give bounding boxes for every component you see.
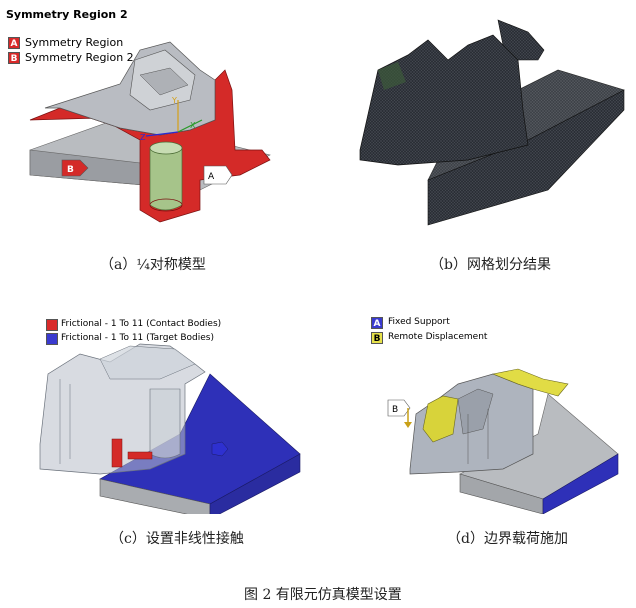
panel-a-title: Symmetry Region 2 bbox=[6, 8, 128, 21]
legend-d-label-b: Remote Displacement bbox=[388, 332, 488, 342]
legend-d-swatch-a: A bbox=[371, 317, 383, 329]
boundary-graphic: B bbox=[387, 368, 619, 514]
legend-a-swatch-a: A bbox=[8, 37, 20, 49]
legend-c-label-contact: Frictional - 1 To 11 (Contact Bodies) bbox=[61, 319, 222, 329]
symmetry-model-graphic: Y X Z B A bbox=[29, 41, 271, 223]
panel-c-nonlinear-contact: Frictional - 1 To 11 (Contact Bodies) Fr… bbox=[0, 304, 318, 514]
axis-y-label: Y bbox=[171, 96, 177, 105]
legend-a-label-b: Symmetry Region 2 bbox=[25, 51, 134, 64]
caption-b: （b）网格划分结果 bbox=[430, 257, 551, 273]
panel-d-boundary-loads: A Fixed Support B Remote Displacement B bbox=[318, 304, 636, 514]
callout-a: A bbox=[208, 172, 215, 182]
legend-d-label-a: Fixed Support bbox=[388, 317, 450, 327]
panel-b-mesh-result bbox=[318, 0, 636, 235]
legend-c-swatch-contact bbox=[46, 319, 58, 331]
callout-b: B bbox=[67, 165, 74, 175]
legend-a-label-a: Symmetry Region bbox=[25, 36, 124, 49]
axis-x-label: X bbox=[190, 121, 196, 130]
caption-a: （a）¼对称模型 bbox=[100, 257, 206, 273]
callout-d-b: B bbox=[392, 405, 398, 415]
mesh-graphic bbox=[359, 19, 625, 226]
caption-c: （c）设置非线性接触 bbox=[110, 531, 244, 547]
caption-d: （d）边界载荷施加 bbox=[447, 531, 568, 547]
legend-d-swatch-b: B bbox=[371, 332, 383, 344]
legend-a-swatch-b: B bbox=[8, 52, 20, 64]
figure-title: 图 2 有限元仿真模型设置 bbox=[244, 587, 402, 603]
axis-z-label: Z bbox=[140, 133, 146, 142]
contact-graphic bbox=[39, 343, 301, 514]
legend-c-label-target: Frictional - 1 To 11 (Target Bodies) bbox=[61, 333, 214, 343]
panel-a-symmetry-model: Symmetry Region 2 A Symmetry Region B Sy… bbox=[0, 0, 318, 235]
legend-c-swatch-target bbox=[46, 333, 58, 345]
